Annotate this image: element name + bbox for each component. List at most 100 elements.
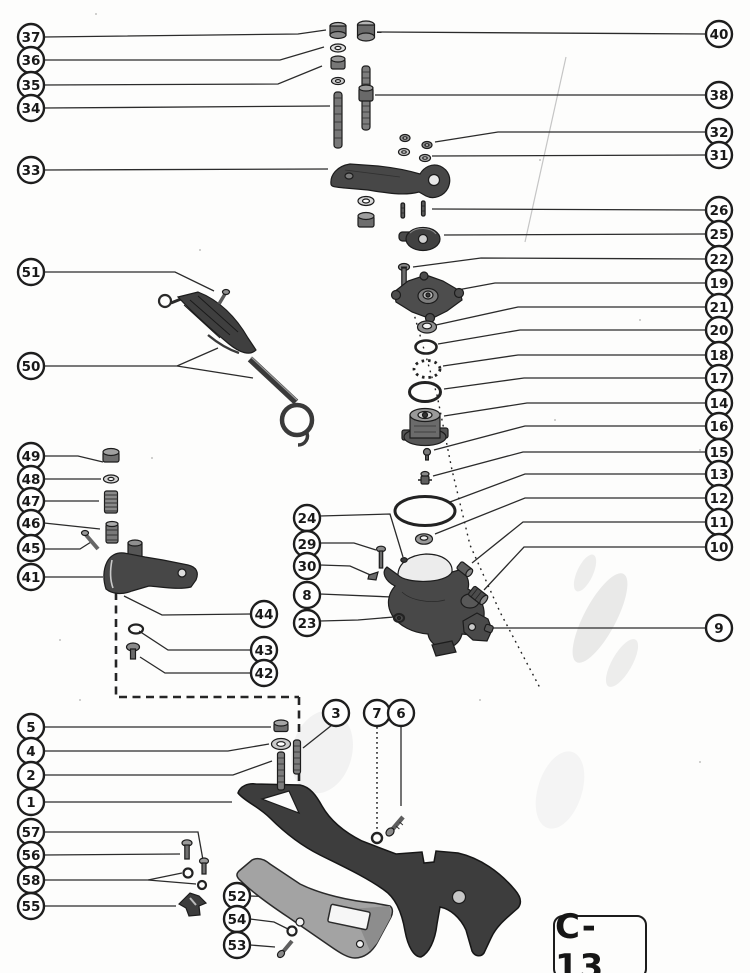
leader-lines [43,29,707,948]
leader-40 [376,31,707,35]
callout-46: 46 [16,508,46,538]
leader-12 [434,497,706,535]
leader-25 [443,233,707,236]
leader-50 [176,365,254,379]
leader-46 [43,522,101,530]
svg-text:18: 18 [710,348,729,364]
leader-32 [434,131,706,143]
callout-54: 54 [222,904,252,934]
svg-text:1: 1 [26,795,35,811]
svg-text:7: 7 [372,706,381,722]
svg-text:44: 44 [255,607,274,623]
callout-22: 22 [704,244,734,274]
svg-text:26: 26 [710,203,729,219]
callout-14: 14 [704,388,734,418]
svg-text:45: 45 [22,541,41,557]
callout-53: 53 [222,930,252,960]
leader-3 [302,724,333,749]
callout-4: 4 [16,736,46,766]
callout-55: 55 [16,891,46,921]
svg-text:35: 35 [22,78,41,94]
leader-22 [412,257,707,268]
callout-9: 9 [704,613,734,643]
callout-23: 23 [292,608,322,638]
callout-10: 10 [704,532,734,562]
callout-15: 15 [704,437,734,467]
part-gasket-18 [412,359,442,379]
callout-32: 32 [704,117,734,147]
callout-40: 40 [704,19,734,49]
part-screws-55-58 [178,839,210,917]
leader-31 [431,154,707,157]
svg-text:17: 17 [710,371,729,387]
leader-45 [44,541,92,550]
svg-text:50: 50 [22,359,41,375]
svg-text:16: 16 [710,419,729,435]
callout-51: 51 [16,257,46,287]
part-stud-stack-38-40 [356,20,376,228]
svg-text:23: 23 [298,616,317,632]
callout-58: 58 [16,865,46,895]
part-fitting-15 [418,470,432,485]
part-mount-bracket-41 [80,447,198,660]
svg-text:38: 38 [710,88,729,104]
part-screw-24 [400,556,408,563]
callout-25: 25 [704,219,734,249]
part-steering-arm-33 [330,163,451,199]
callout-2: 2 [16,760,46,790]
part-anode-plate-52 [236,857,394,959]
callout-48: 48 [16,464,46,494]
leader-50 [44,347,219,367]
leader-58 [147,879,197,885]
svg-text:36: 36 [22,53,41,69]
callout-56: 56 [16,840,46,870]
svg-text:9: 9 [714,621,723,637]
leader-18 [442,354,706,367]
svg-text:51: 51 [22,265,41,281]
callout-26: 26 [704,195,734,225]
svg-text:32: 32 [710,125,729,141]
callout-34: 34 [16,93,46,123]
part-bolt-6 [385,815,405,837]
leader-13 [449,473,706,503]
svg-text:3: 3 [331,706,340,722]
callout-6: 6 [386,698,416,728]
svg-text:30: 30 [298,559,317,575]
leader-16 [433,425,706,451]
callout-1: 1 [16,787,46,817]
callout-12: 12 [704,483,734,513]
callout-30: 30 [292,551,322,581]
svg-text:22: 22 [710,252,729,268]
callout-49: 49 [16,441,46,471]
part-pivot-pins-26 [400,200,426,219]
part-oring-20 [414,339,438,355]
leader-58 [44,872,183,881]
svg-text:43: 43 [255,643,274,659]
part-mount-bushing-14 [401,407,449,447]
part-washer-7 [370,831,384,845]
svg-text:6: 6 [396,706,405,722]
svg-text:34: 34 [22,101,41,117]
callout-33: 33 [16,155,46,185]
callout-20: 20 [704,315,734,345]
svg-text:49: 49 [22,449,41,465]
svg-text:2: 2 [26,768,35,784]
leader-21 [435,306,706,326]
svg-text:15: 15 [710,445,729,461]
part-small-washers-31-32 [397,133,433,163]
leader-11 [471,521,706,564]
part-ring-23 [392,612,406,624]
leader-23 [319,616,395,622]
svg-text:55: 55 [22,899,41,915]
svg-text:58: 58 [22,873,41,889]
svg-text:40: 40 [710,27,729,43]
leader-15 [432,451,706,477]
svg-text:46: 46 [22,516,41,532]
leader-2 [44,760,273,776]
svg-text:54: 54 [228,912,247,928]
leader-8 [319,593,393,598]
page-label-box: C-13 [553,907,647,973]
leader-57 [44,831,204,861]
svg-text:25: 25 [710,227,729,243]
leader-35 [43,65,323,86]
